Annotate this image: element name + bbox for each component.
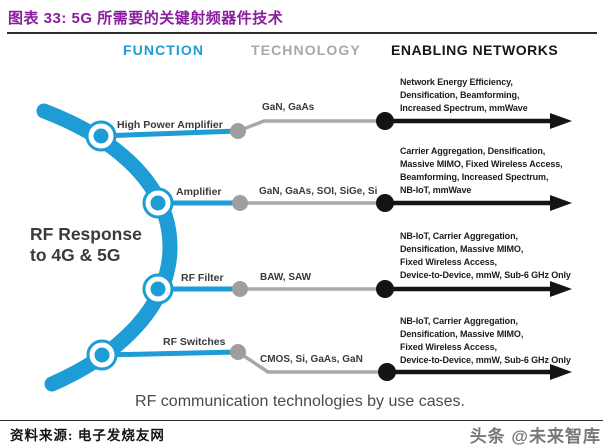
function-label-1: High Power Amplifier [117, 119, 223, 131]
network-arrow-3 [376, 280, 572, 298]
source-note: 资料来源: 电子发烧友网 [10, 428, 165, 443]
column-header-enabling-networks: ENABLING NETWORKS [391, 42, 559, 58]
enabling-networks-text-4: NB-IoT, Carrier Aggregation, Densificati… [400, 316, 571, 365]
function-connector-4 [101, 349, 239, 358]
junction-dot-2 [232, 195, 248, 211]
hub-label: RF Response to 4G & 5G [30, 224, 142, 265]
tech-connector-4 [237, 350, 387, 374]
node-circle-1 [85, 120, 117, 152]
function-label-2: Amplifier [176, 186, 222, 198]
footer-divider [0, 420, 603, 421]
node-circle-3 [142, 273, 174, 305]
network-arrow-2 [376, 194, 572, 212]
junction-dot-3 [232, 281, 248, 297]
technology-label-3: BAW, SAW [260, 272, 312, 283]
function-label-3: RF Filter [181, 272, 224, 284]
node-circle-4 [86, 339, 118, 371]
network-arrow-1 [376, 112, 572, 130]
network-arrow-4 [378, 363, 572, 381]
title-divider [7, 32, 597, 34]
enabling-networks-text-1: Network Energy Efficiency, Densification… [400, 77, 528, 113]
function-connector-1 [100, 128, 239, 139]
tech-connector-1 [237, 119, 385, 133]
figure-title: 图表 33: 5G 所需要的关键射频器件技术 [8, 10, 284, 27]
junction-dot-4 [230, 344, 246, 360]
node-circle-2 [142, 187, 174, 219]
toutiao-watermark: 头条 @未来智库 [469, 427, 601, 446]
technology-label-4: CMOS, Si, GaAs, GaN [260, 354, 363, 365]
technology-label-1: GaN, GaAs [262, 102, 315, 113]
diagram-caption: RF communication technologies by use cas… [135, 393, 465, 410]
column-header-function: FUNCTION [123, 42, 205, 58]
technology-label-2: GaN, GaAs, SOI, SiGe, Si [259, 186, 378, 197]
enabling-networks-text-2: Carrier Aggregation, Densification, Mass… [400, 146, 563, 195]
enabling-networks-text-3: NB-IoT, Carrier Aggregation, Densificati… [400, 231, 571, 280]
junction-dot-1 [230, 123, 246, 139]
function-label-4: RF Switches [163, 336, 226, 348]
column-header-technology: TECHNOLOGY [251, 42, 361, 58]
